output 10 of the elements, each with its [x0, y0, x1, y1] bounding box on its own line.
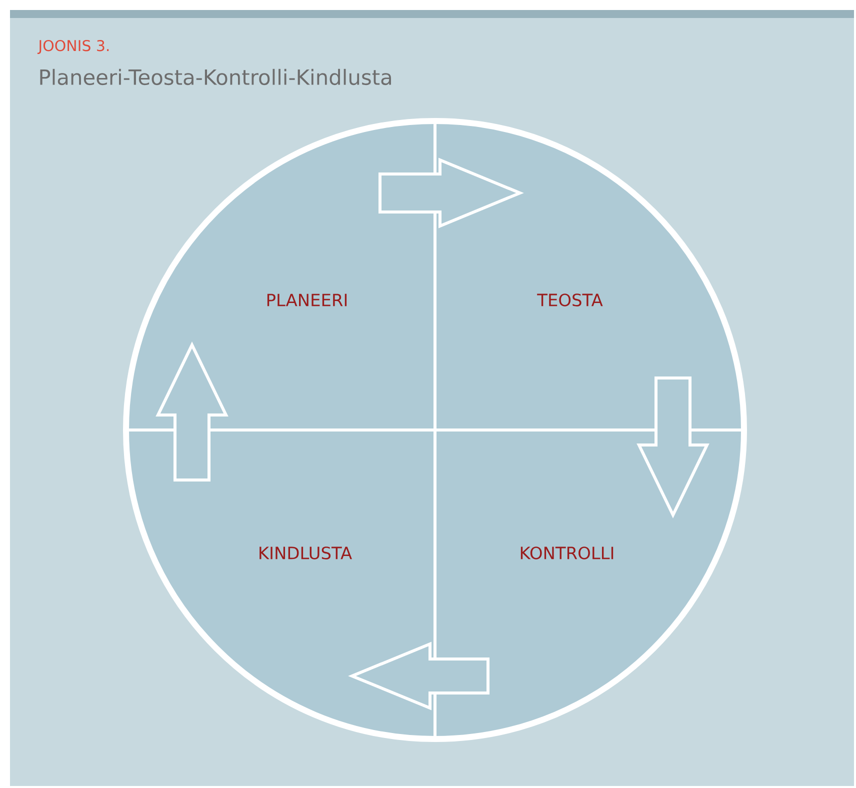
title: Planeeri-Teosta-Kontrolli-Kindlusta	[40, 68, 391, 86]
quadrant: KONTROLLI	[435, 430, 744, 739]
figure-number: JOONIS 3.	[37, 40, 109, 54]
block-arrow	[636, 376, 710, 518]
block-arrow	[378, 158, 524, 228]
quadrant: PLANEERI	[126, 120, 435, 430]
quadrant: KINDLUSTA	[126, 430, 435, 739]
block-arrow	[348, 642, 490, 710]
quadrant: TEOSTA	[435, 120, 744, 430]
block-arrow	[156, 342, 228, 482]
